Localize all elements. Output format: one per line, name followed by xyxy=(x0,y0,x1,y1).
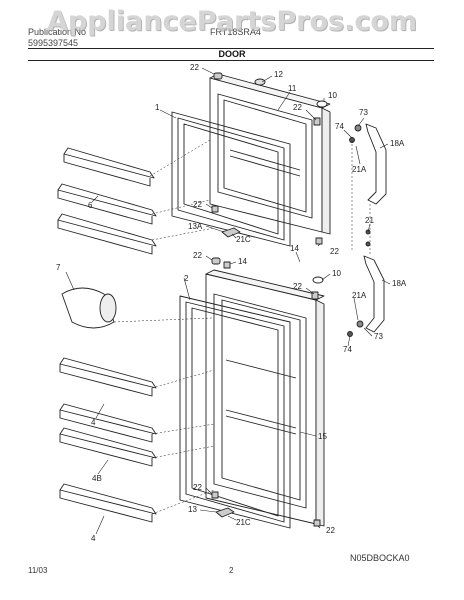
callout-14-a: 14 xyxy=(290,244,299,253)
freezer-shelves xyxy=(57,147,157,255)
lower-hinge-parts xyxy=(211,257,324,527)
callout-labels: 22 12 11 10 1 22 73 74 18A 21A 6 22 13A … xyxy=(56,63,407,543)
assembly-dash-lines xyxy=(113,139,371,515)
callout-22-mid2: 22 xyxy=(330,247,339,256)
butter-bin xyxy=(61,287,117,329)
header-rule-top xyxy=(28,48,434,49)
leader-lines xyxy=(65,67,391,535)
callout-7: 7 xyxy=(56,263,61,272)
callout-21c-top: 21C xyxy=(236,235,251,244)
publication-label: Publication No xyxy=(28,27,87,37)
callout-22-r1: 22 xyxy=(293,103,302,112)
callout-10-mid: 10 xyxy=(332,269,341,278)
callout-1: 1 xyxy=(155,103,160,112)
callout-2: 2 xyxy=(184,274,189,283)
callout-18a-top: 18A xyxy=(390,139,405,148)
callout-21c-bot: 21C xyxy=(236,518,251,527)
callout-13: 13 xyxy=(188,505,197,514)
callout-73-top: 73 xyxy=(359,108,368,117)
callout-22-bot2: 22 xyxy=(326,526,335,535)
callout-4-top: 4 xyxy=(91,418,96,427)
callout-74-top: 74 xyxy=(335,122,344,131)
publication-number: 5995397545 xyxy=(28,38,79,48)
fresh-food-door-panel xyxy=(205,269,325,527)
callout-18a-bot: 18A xyxy=(392,279,407,288)
freezer-door-panel xyxy=(209,73,331,235)
footer-date: 11/03 xyxy=(28,566,48,575)
callout-21a-bot: 21A xyxy=(352,291,367,300)
callout-21: 21 xyxy=(365,216,374,225)
callout-6: 6 xyxy=(88,201,93,210)
callout-15: 15 xyxy=(318,432,327,441)
header-rule-bottom xyxy=(28,60,434,61)
callout-74-bot: 74 xyxy=(343,345,352,354)
drawing-code: N05DBOCKA0 xyxy=(350,553,410,563)
callout-12: 12 xyxy=(274,70,283,79)
freezer-door-gasket xyxy=(171,111,291,247)
callout-22-top: 22 xyxy=(190,63,199,72)
fresh-food-handle xyxy=(347,241,385,337)
callout-13a: 13A xyxy=(188,222,203,231)
callout-10-top: 10 xyxy=(328,91,337,100)
callout-73-bot: 73 xyxy=(374,332,383,341)
callout-22-mid1: 22 xyxy=(193,200,202,209)
callout-22-bot1: 22 xyxy=(193,483,202,492)
callout-22-mid3: 22 xyxy=(193,251,202,260)
upper-hinge-parts xyxy=(211,72,328,245)
fresh-food-door-gasket xyxy=(179,295,291,529)
callout-14-b: 14 xyxy=(238,257,247,266)
model-number: FRT18SRA4 xyxy=(210,27,261,37)
callout-11: 11 xyxy=(288,84,297,93)
fresh-food-shelves xyxy=(59,357,157,523)
section-title: DOOR xyxy=(218,49,246,59)
callout-4b: 4B xyxy=(92,474,102,483)
callout-21a-top: 21A xyxy=(352,165,367,174)
callout-4-bot: 4 xyxy=(91,534,96,543)
page-number: 2 xyxy=(229,566,234,575)
callout-22-mid4: 22 xyxy=(293,282,302,291)
